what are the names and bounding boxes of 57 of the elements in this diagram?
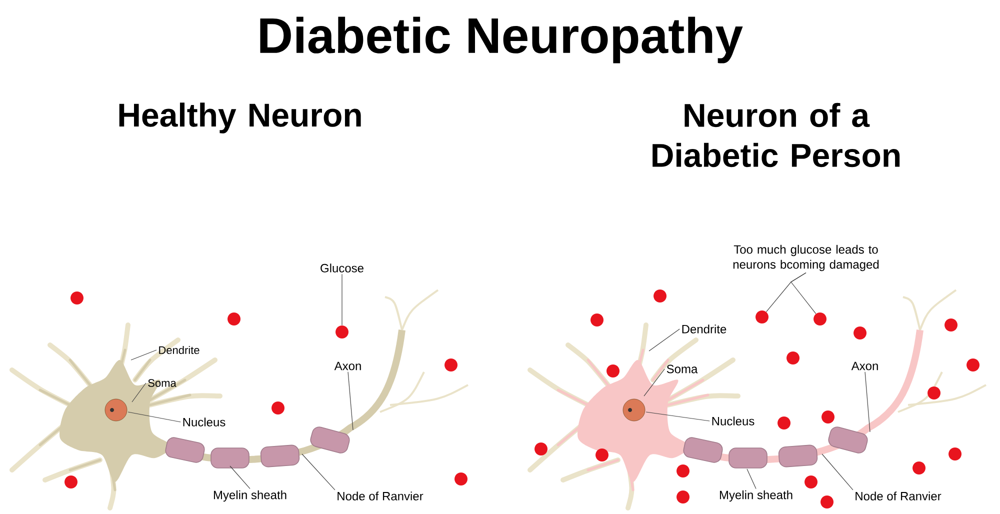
glucose-dot bbox=[814, 312, 826, 326]
leader-line bbox=[302, 454, 336, 490]
glucose-dot bbox=[804, 476, 818, 488]
glucose-dot bbox=[944, 318, 958, 332]
leader-line bbox=[746, 468, 756, 489]
glucose-dot bbox=[948, 448, 962, 460]
leader-line bbox=[130, 350, 157, 360]
glucose-dot bbox=[444, 358, 458, 372]
heading: Healthy Neuron bbox=[119, 102, 361, 134]
glucose-dot bbox=[272, 402, 284, 414]
part-label: Soma bbox=[148, 379, 176, 387]
heading: Neuron of a Diabetic Person bbox=[652, 102, 900, 168]
leader-line bbox=[230, 466, 250, 489]
glucose-dot bbox=[912, 462, 926, 474]
glucose-dot bbox=[70, 292, 84, 304]
part-label: Glucose bbox=[320, 264, 364, 272]
glucose-dot bbox=[966, 358, 980, 372]
part-label: Nucleus bbox=[183, 418, 226, 426]
leader-line bbox=[864, 372, 870, 432]
leader-line bbox=[348, 372, 354, 430]
part-label: Axon bbox=[851, 362, 878, 370]
leader-line bbox=[790, 272, 816, 314]
glucose-dot bbox=[756, 310, 769, 324]
glucose-dot bbox=[778, 416, 791, 430]
glucose-dot bbox=[786, 352, 800, 364]
part-label: Node of Ranvier bbox=[338, 492, 424, 500]
glucose-dot bbox=[676, 490, 690, 504]
glucose-dot bbox=[928, 386, 941, 400]
part-label: Myelin sheath bbox=[720, 490, 792, 502]
leader-line bbox=[822, 454, 854, 490]
part-label: Axon bbox=[334, 362, 361, 370]
glucose-dot bbox=[820, 496, 834, 508]
part-label: Dendrite bbox=[159, 346, 200, 354]
glucose-dot bbox=[654, 290, 666, 302]
glucose-dot bbox=[822, 410, 835, 424]
glucose-dot bbox=[606, 364, 620, 378]
part-label: Nucleus bbox=[712, 416, 754, 426]
glucose-dot bbox=[590, 314, 604, 326]
part-label: Node of Ranvier bbox=[856, 492, 942, 500]
glucose-dot bbox=[596, 448, 608, 462]
glucose-dot bbox=[454, 472, 468, 486]
leader-line bbox=[128, 412, 181, 422]
leader-line bbox=[644, 368, 665, 396]
part-label: Dendrite bbox=[682, 324, 726, 334]
leader-line bbox=[132, 382, 146, 402]
glucose-dot bbox=[676, 464, 690, 478]
leader-line bbox=[648, 328, 680, 352]
glucose-dot bbox=[854, 326, 866, 340]
glucose-dot bbox=[534, 442, 548, 456]
glucose-dot bbox=[64, 476, 78, 488]
leader-line bbox=[646, 412, 710, 422]
part-label: Soma bbox=[666, 364, 698, 374]
part-label: Too much glucose leads to neurons bcoming damaged bbox=[733, 244, 879, 272]
glucose-dot bbox=[336, 326, 348, 338]
part-label: Myelin sheath bbox=[214, 490, 286, 502]
title: Diabetic Neuropathy bbox=[260, 16, 743, 64]
glucose-dot bbox=[228, 312, 240, 326]
